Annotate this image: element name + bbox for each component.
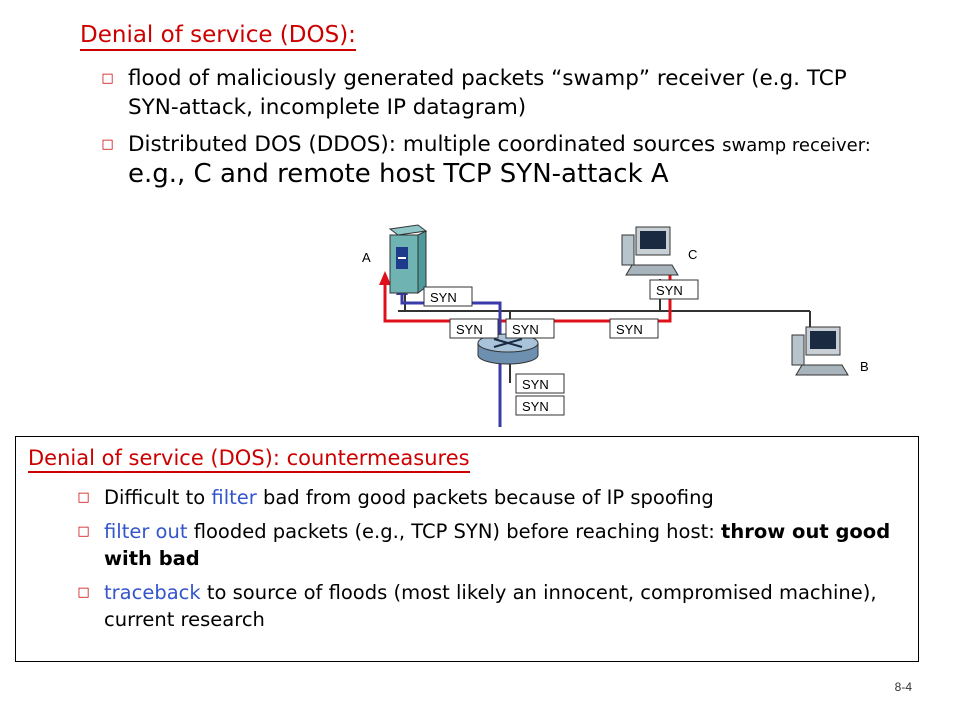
svg-text:SYN: SYN [616,322,643,337]
countermeasure-rest: to source of floods (most likely an inno… [104,581,877,631]
syn-packet: SYN [449,318,499,339]
syn-packet: SYN [423,286,473,307]
attack-arrow-red [379,271,391,285]
svg-text:SYN: SYN [512,322,539,337]
desktop-computer-icon [791,326,849,376]
svg-text:SYN: SYN [522,377,549,392]
countermeasure-highlight: filter [211,486,257,509]
desktop-computer-icon [621,226,679,276]
svg-text:SYN: SYN [456,322,483,337]
bullet-flood-text: flood of maliciously generated packets “… [128,66,847,120]
countermeasure-bold: throw out good with bad [104,520,891,570]
countermeasure-highlight: traceback [104,581,201,604]
svg-text:SYN: SYN [430,290,457,305]
countermeasure-text: Difficult to [104,486,212,509]
bullet-ddos: □ Distributed DOS (DDOS): multiple coord… [101,130,888,190]
dos-bullets: □ flood of maliciously generated packets… [101,64,888,198]
circle-bullet-icon: □ [77,524,90,539]
slide-title: Denial of service (DOS): [80,22,356,51]
svg-text:SYN: SYN [522,399,549,414]
circle-bullet-icon: □ [77,585,90,600]
countermeasures-box: Denial of service (DOS): countermeasures… [15,436,919,662]
syn-packet: SYN [515,395,565,416]
bullet-flood: □ flood of maliciously generated packets… [101,64,888,122]
bullet-ddos-text-a: Distributed DOS (DDOS): multiple coordin… [128,132,716,157]
bullet-ddos-text-c: e.g., C and remote host TCP SYN-attack A [128,159,669,189]
slide-number: 8-4 [894,680,912,694]
countermeasures-title: Denial of service (DOS): countermeasures [28,446,470,473]
countermeasure-highlight: filter out [104,520,188,543]
countermeasure-rest: bad from good packets because of IP spoo… [256,486,714,509]
node-label-c: C [688,247,697,262]
syn-packet: SYN [649,279,699,300]
server-tower-icon [388,224,428,294]
circle-bullet-icon: □ [77,490,90,505]
countermeasures-list: □ Difficult to filter bad from good pack… [77,484,914,640]
countermeasure-item: □ traceback to source of floods (most li… [77,579,914,633]
bullet-ddos-text-b: swamp receiver: [722,135,871,156]
syn-packet: SYN [505,318,555,339]
syn-packet: SYN [609,318,659,339]
svg-text:SYN: SYN [656,283,683,298]
node-label-a: A [362,250,371,265]
circle-bullet-icon: □ [101,71,114,86]
node-label-b: B [860,359,869,374]
countermeasure-rest: flooded packets (e.g., TCP SYN) before r… [187,520,722,543]
syn-packet: SYN [515,373,565,394]
ddos-network-diagram: A C B SYN SYN SYN SYN SYN [362,224,869,427]
countermeasure-item: □ Difficult to filter bad from good pack… [77,484,914,511]
circle-bullet-icon: □ [101,137,114,152]
countermeasure-item: □ filter out flooded packets (e.g., TCP … [77,518,914,572]
